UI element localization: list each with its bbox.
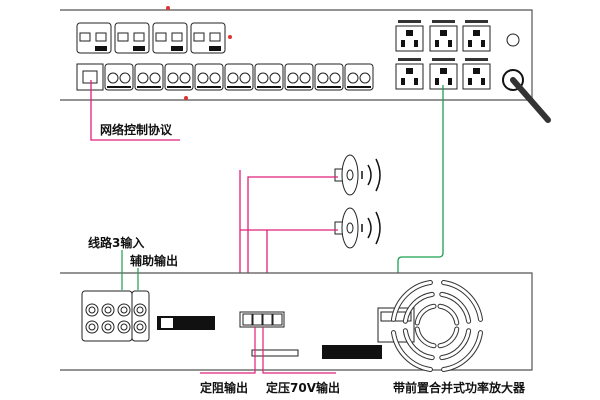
- amplifier-rear-panel: [60, 272, 533, 373]
- rca-input-pair: [134, 63, 164, 91]
- power-wire: [397, 85, 444, 328]
- power-outlet: [395, 58, 424, 90]
- speaker-icon: [334, 154, 381, 196]
- network-control-label: 网络控制协议: [100, 122, 173, 137]
- rca-input-pair: [194, 63, 224, 91]
- rca-input-pair: [104, 63, 134, 91]
- speaker-terminal-block: [114, 22, 150, 54]
- const-voltage-output-label: 定压70V输出: [266, 380, 340, 395]
- network-wire: [90, 80, 180, 141]
- rca-input-pair: [164, 63, 194, 91]
- power-cord: [510, 77, 551, 123]
- rca-input-pair: [254, 63, 284, 91]
- speaker-terminal-block: [152, 22, 188, 54]
- line3-input-label: 线路3输入: [88, 235, 144, 250]
- rca-input-pair: [224, 63, 254, 91]
- speaker-terminal-block: [190, 22, 226, 54]
- amplifier-label: 带前置合并式功率放大器: [393, 380, 526, 395]
- aux-output-label: 辅助输出: [130, 253, 178, 268]
- top-device-rear-panel: [60, 6, 533, 101]
- speaker-terminal-block: [76, 22, 112, 54]
- power-outlet: [395, 20, 424, 52]
- power-outlet: [429, 20, 458, 52]
- speaker-wire-1: [247, 176, 338, 305]
- const-impedance-output-label: 定阻输出: [200, 380, 248, 395]
- fan-grille-icon: [390, 279, 484, 373]
- power-outlet: [462, 20, 491, 52]
- fuse-icon: [506, 33, 520, 47]
- rca-input-pair: [284, 63, 314, 91]
- rca-input-pair: [314, 63, 344, 91]
- rca-input-pair: [344, 63, 374, 91]
- speaker-icon: [334, 207, 381, 249]
- power-outlet: [462, 58, 491, 90]
